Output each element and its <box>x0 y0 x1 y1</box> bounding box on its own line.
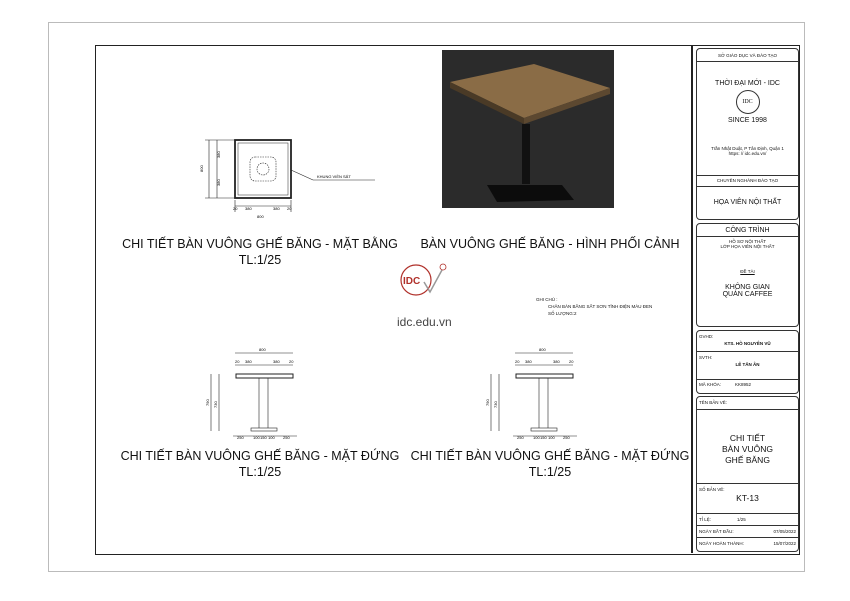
plan-dim-h: 20 <box>233 206 238 211</box>
people-box: GVHD: KTS. HỒ NGUYÊN VŨ SVTH: LÊ TẤN ÂN … <box>696 330 799 394</box>
dim: 380 <box>245 359 252 364</box>
topic-line2: QUÁN CAFFEE <box>722 291 773 298</box>
course-label: MÃ KHÓA: <box>699 382 722 387</box>
svth-label: SVTH: <box>699 355 713 360</box>
project-line1: HỒ SƠ NỘI THẤT <box>728 239 767 244</box>
school-box: SỞ GIÁO DỤC VÀ ĐÀO TẠO THỜI ĐẠI MỚI - ID… <box>696 48 799 220</box>
drawing-name-line: GHẾ BĂNG <box>725 455 770 465</box>
note-item: SỐ LƯỢNG:2 <box>548 311 577 316</box>
dim: 150 <box>260 435 267 440</box>
drawing-no: KT-13 <box>736 493 759 503</box>
course: KK8952 <box>735 382 752 387</box>
dim: 20 <box>515 359 520 364</box>
dim: 380 <box>273 359 280 364</box>
end-label: NGÀY HOÀN THÀNH: <box>699 541 744 546</box>
title-block: SỞ GIÁO DỤC VÀ ĐÀO TẠO THỜI ĐẠI MỚI - ID… <box>691 45 801 553</box>
school-logo: IDC <box>735 90 760 114</box>
dim: 800 <box>259 347 266 352</box>
project-line2: LỚP HỌA VIÊN NỘI THẤT <box>720 244 775 249</box>
notes-heading: GHI CHÚ : <box>536 297 558 302</box>
perspective-title: BÀN VUÔNG GHẾ BĂNG - HÌNH PHỐI CẢNH <box>420 237 680 251</box>
dim: 150 <box>540 435 547 440</box>
perspective-render <box>442 50 614 208</box>
plan-view-drawing: KHUNG VIỀN SẮT 800 380 380 20 380 380 20… <box>199 139 375 219</box>
dim: 20 <box>289 359 294 364</box>
dim: 20 <box>569 359 574 364</box>
major-label: CHUYÊN NGHÀNH ĐÀO TẠO <box>716 178 779 183</box>
dim: 250 <box>563 435 570 440</box>
drawing-no-label: SỐ BẢN VẼ: <box>699 487 725 492</box>
plan-dim-h-total: 800 <box>257 214 264 219</box>
major: HỌA VIÊN NỘI THẤT <box>713 199 782 206</box>
elevation-drawing-2: 800 20 380 380 20 790 730 250 100 150 10… <box>485 347 577 440</box>
dept: SỞ GIÁO DỤC VÀ ĐÀO TẠO <box>717 53 778 58</box>
plan-dim-h: 380 <box>245 206 252 211</box>
dim: 800 <box>539 347 546 352</box>
dim: 790 <box>485 399 490 406</box>
svg-text:IDC: IDC <box>403 276 420 287</box>
dim: 250 <box>283 435 290 440</box>
drawing-info-box: TÊN BẢN VẼ: CHI TIẾT BÀN VUÔNG GHẾ BĂNG … <box>696 396 799 552</box>
drawing-name: CHI TIẾT BÀN VUÔNG GHẾ BĂNG <box>697 433 798 466</box>
elevation2-scale: TL:1/25 <box>528 465 572 479</box>
dim: 100 <box>533 435 540 440</box>
dim: 790 <box>205 399 210 406</box>
plan-dim-v: 380 <box>216 151 221 158</box>
plan-scale: TL:1/25 <box>238 253 282 267</box>
dim: 100 <box>253 435 260 440</box>
topic-line1: KHÔNG GIAN <box>725 284 770 291</box>
elevation2-title: CHI TIẾT BÀN VUÔNG GHẾ BĂNG - MẶT ĐỨNG <box>410 449 690 463</box>
scale: 1/25 <box>737 517 746 522</box>
topic-label: ĐỀ TÀI <box>740 269 755 274</box>
plan-callout: KHUNG VIỀN SẮT <box>317 174 351 179</box>
start-label: NGÀY BẮT ĐẦU: <box>699 529 734 534</box>
drawing-name-label: TÊN BẢN VẼ: <box>699 400 728 405</box>
plan-title: CHI TIẾT BÀN VUÔNG GHẾ BĂNG - MẶT BẰNG <box>122 237 398 251</box>
dim: 250 <box>237 435 244 440</box>
plan-dim-h: 20 <box>287 206 292 211</box>
project-box: CÔNG TRÌNH HỒ SƠ NỘI THẤT LỚP HỌA VIÊN N… <box>696 223 799 327</box>
address: Trần Nhật Duật, P Tân Định, Quận 1 <box>711 146 784 151</box>
plan-dim-h: 380 <box>273 206 280 211</box>
drawing-name-line: CHI TIẾT <box>729 433 766 443</box>
gvhd-label: GVHD: <box>699 334 714 339</box>
drawing-frame <box>95 45 800 555</box>
scale-label: TỈ LỆ: <box>699 517 712 522</box>
dim: 730 <box>213 401 218 408</box>
project-label: CÔNG TRÌNH <box>725 227 770 234</box>
dim: 100 <box>548 435 555 440</box>
since: SINCE 1998 <box>728 117 767 124</box>
idc-logo: IDC <box>400 263 447 296</box>
plan-dim-v-total: 800 <box>199 165 204 172</box>
dim: 380 <box>525 359 532 364</box>
elevation1-title: CHI TIẾT BÀN VUÔNG GHẾ BĂNG - MẶT ĐỨNG <box>120 449 400 463</box>
sheet-border <box>48 22 805 572</box>
school-name: THỜI ĐẠI MỚI - IDC <box>715 80 780 87</box>
dim: 250 <box>517 435 524 440</box>
gvhd: KTS. HỒ NGUYÊN VŨ <box>724 341 771 346</box>
end-date: 15/07/2022 <box>773 541 796 546</box>
elevation1-scale: TL:1/25 <box>238 465 282 479</box>
logo-url: idc.edu.vn <box>397 315 452 329</box>
note-item: CHÂN BÀN BẰNG SẮT SƠN TĨNH ĐIỆN MÀU ĐEN <box>548 304 653 309</box>
svth: LÊ TẤN ÂN <box>735 362 760 367</box>
start-date: 07/05/2022 <box>773 529 796 534</box>
dim: 380 <box>553 359 560 364</box>
dim: 730 <box>493 401 498 408</box>
elevation-drawing-1: 800 20 380 380 20 790 730 250 100 150 10… <box>205 347 297 440</box>
dim: 100 <box>268 435 275 440</box>
plan-dim-v: 380 <box>216 179 221 186</box>
drawing-name-line: BÀN VUÔNG <box>721 444 773 454</box>
dim: 20 <box>235 359 240 364</box>
notes: GHI CHÚ : CHÂN BÀN BẰNG SẮT SƠN TĨNH ĐIỆ… <box>536 296 696 317</box>
website: https: // idc.edu.vn/ <box>728 151 767 156</box>
